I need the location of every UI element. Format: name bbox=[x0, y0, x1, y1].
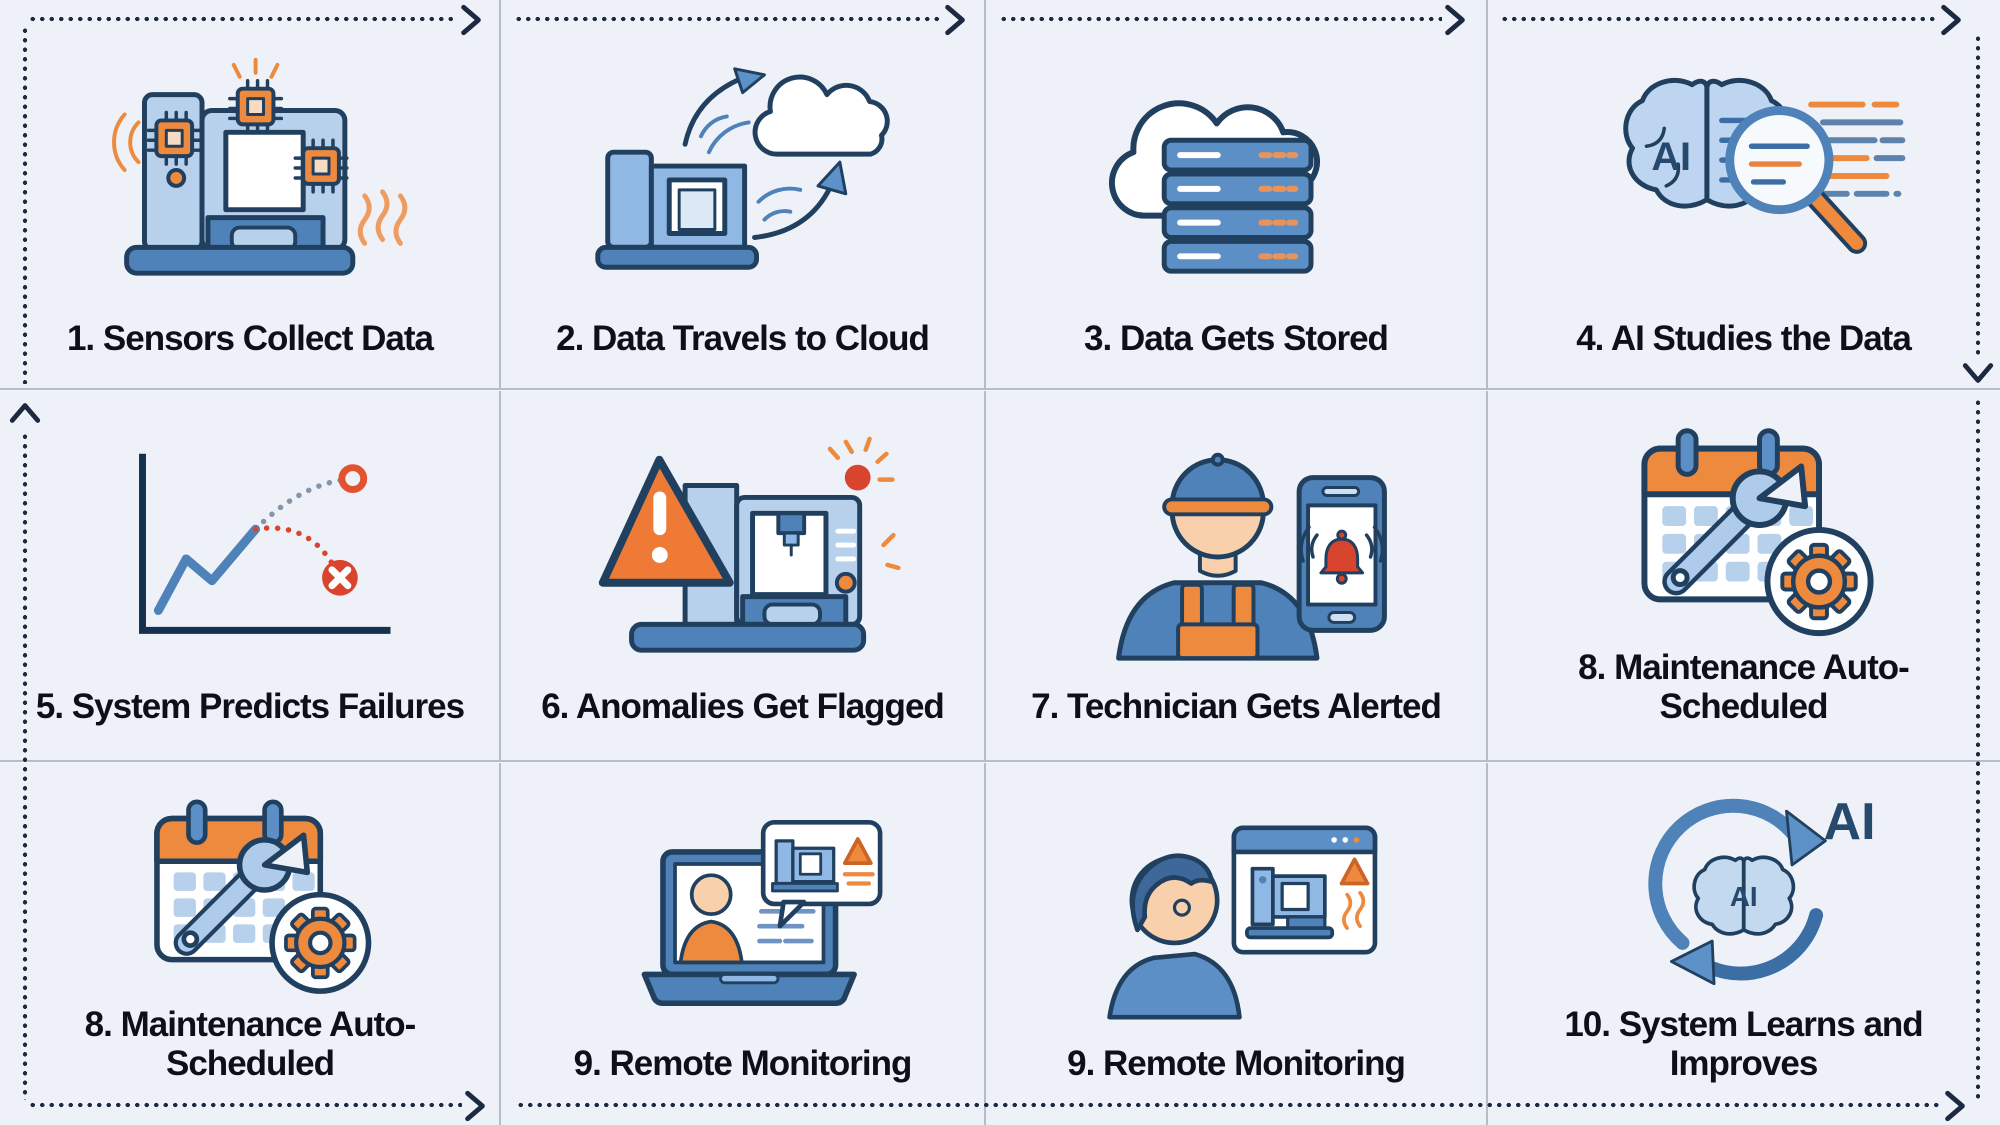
flow-line-left-top bbox=[22, 26, 28, 384]
gear-icon bbox=[1764, 526, 1874, 637]
step-cell-8: 8. Maintenance Auto-Scheduled bbox=[1487, 390, 2000, 762]
ai-label: AI bbox=[1730, 881, 1758, 912]
arrow-down-icon bbox=[1961, 360, 1995, 386]
bell-icon bbox=[1299, 525, 1385, 585]
flow-arrow-top-2 bbox=[514, 16, 942, 22]
step-3-illustration bbox=[985, 0, 1487, 320]
technician-alert-icon bbox=[1116, 452, 1388, 661]
arrow-right-icon bbox=[1442, 3, 1468, 37]
step-caption: 9. Remote Monitoring bbox=[573, 1043, 913, 1083]
step-caption: 3. Data Gets Stored bbox=[1084, 318, 1389, 358]
step-5-illustration bbox=[0, 390, 500, 688]
brain-icon bbox=[1692, 855, 1795, 936]
step-7-illustration bbox=[985, 390, 1487, 688]
step-4-illustration: AI bbox=[1487, 0, 2000, 320]
step-caption: 2. Data Travels to Cloud bbox=[556, 318, 930, 358]
calendar-wrench-gear-icon bbox=[154, 799, 372, 994]
warning-triangle-icon bbox=[1339, 857, 1370, 886]
step-cell-11: 9. Remote Monitoring bbox=[985, 762, 1487, 1125]
step-caption: 10. System Learns and Improves bbox=[1564, 1005, 1923, 1083]
ai-label: AI bbox=[1651, 135, 1691, 179]
step-caption: 7. Technician Gets Alerted bbox=[1031, 686, 1442, 726]
step-6-illustration bbox=[500, 390, 985, 688]
magnifier-icon bbox=[1725, 105, 1867, 254]
wrench-icon bbox=[173, 832, 311, 956]
person bbox=[1107, 853, 1243, 1020]
flow-arrow-top-4 bbox=[1500, 16, 1938, 22]
step-11-illustration bbox=[985, 762, 1487, 1045]
machine-to-cloud-icon bbox=[595, 67, 890, 270]
step-caption: 8. Maintenance Auto-Scheduled bbox=[1578, 648, 1910, 726]
gear-icon bbox=[269, 891, 372, 994]
step-cell-5: 5. System Predicts Failures bbox=[0, 390, 500, 762]
step-12-illustration: AI AI bbox=[1487, 762, 2000, 1006]
flow-line-right-bottom bbox=[1975, 398, 1981, 1100]
arrow-right-icon bbox=[942, 3, 968, 37]
alert-light bbox=[844, 464, 871, 491]
row-divider bbox=[0, 760, 2000, 763]
arrow-up-icon bbox=[8, 400, 42, 426]
step-9-illustration bbox=[0, 762, 500, 1006]
flow-arrow-bottom-2 bbox=[516, 1102, 1940, 1108]
column-divider bbox=[984, 0, 986, 1125]
step-cell-10: 9. Remote Monitoring bbox=[500, 762, 985, 1125]
step-8-illustration bbox=[1487, 390, 2000, 649]
arrow-right-icon bbox=[458, 3, 484, 37]
step-cell-9: 8. Maintenance Auto-Scheduled bbox=[0, 762, 500, 1125]
person-browser-icon bbox=[1107, 825, 1378, 1020]
step-caption: 9. Remote Monitoring bbox=[1067, 1043, 1406, 1083]
prediction-chart-icon bbox=[139, 453, 391, 634]
sensor-chip-icon bbox=[293, 138, 349, 194]
browser-window bbox=[1231, 825, 1378, 955]
warning-triangle-icon bbox=[598, 455, 734, 587]
step-10-illustration bbox=[500, 762, 985, 1045]
wrench-icon bbox=[1662, 463, 1808, 596]
calendar-wrench-gear-icon bbox=[1641, 428, 1874, 637]
cloud-icon bbox=[752, 74, 890, 157]
step-cell-3: 3. Data Gets Stored bbox=[985, 0, 1487, 390]
flow-arrow-top-3 bbox=[999, 16, 1442, 22]
flow-arrow-top-1 bbox=[28, 16, 458, 22]
laptop-monitoring-icon bbox=[641, 820, 883, 1007]
step-caption: 1. Sensors Collect Data bbox=[66, 318, 434, 358]
server-stack bbox=[1162, 137, 1314, 274]
step-cell-2: 2. Data Travels to Cloud bbox=[500, 0, 985, 390]
step-caption: 4. AI Studies the Data bbox=[1576, 318, 1912, 358]
step-cell-7: 7. Technician Gets Alerted bbox=[985, 390, 1487, 762]
cloud-servers-icon bbox=[1109, 100, 1321, 274]
arrow-right-icon bbox=[1938, 3, 1964, 37]
ai-loop-icon: AI AI bbox=[1648, 793, 1875, 986]
sensor-chip-icon bbox=[147, 110, 203, 166]
flow-line-left-bottom bbox=[22, 432, 28, 1100]
predicted-ok-marker bbox=[338, 463, 368, 493]
step-cell-12: AI AI 10. System Learns and Improves bbox=[1487, 762, 2000, 1125]
step-caption: 8. Maintenance Auto-Scheduled bbox=[84, 1005, 417, 1083]
column-divider bbox=[499, 0, 501, 1125]
ai-title-label: AI bbox=[1823, 793, 1875, 851]
column-divider bbox=[1486, 0, 1488, 1125]
step-cell-4: AI 4. AI Studies the Data bbox=[1487, 0, 2000, 390]
sensor-chip-icon bbox=[228, 78, 284, 134]
machine-warning-icon bbox=[598, 436, 901, 653]
step-cell-1: 1. Sensors Collect Data bbox=[0, 0, 500, 390]
phone bbox=[1296, 474, 1388, 633]
speech-bubble bbox=[760, 820, 883, 929]
step-caption: 6. Anomalies Get Flagged bbox=[541, 686, 945, 726]
row-divider bbox=[0, 388, 2000, 391]
step-1-illustration bbox=[0, 0, 500, 320]
step-cell-6: 6. Anomalies Get Flagged bbox=[500, 390, 985, 762]
flow-line-right-top bbox=[1975, 34, 1981, 356]
step-2-illustration bbox=[500, 0, 985, 320]
warning-triangle-icon bbox=[842, 837, 873, 866]
loop-arrows bbox=[1648, 798, 1827, 986]
step-caption: 5. System Predicts Failures bbox=[35, 686, 465, 726]
arrow-right-icon bbox=[1942, 1089, 1968, 1123]
flow-arrow-bottom-1 bbox=[28, 1102, 462, 1108]
machine-sensors-icon bbox=[112, 57, 408, 276]
ai-brain-magnifier-icon: AI bbox=[1623, 77, 1906, 254]
arrow-right-icon bbox=[462, 1089, 488, 1123]
